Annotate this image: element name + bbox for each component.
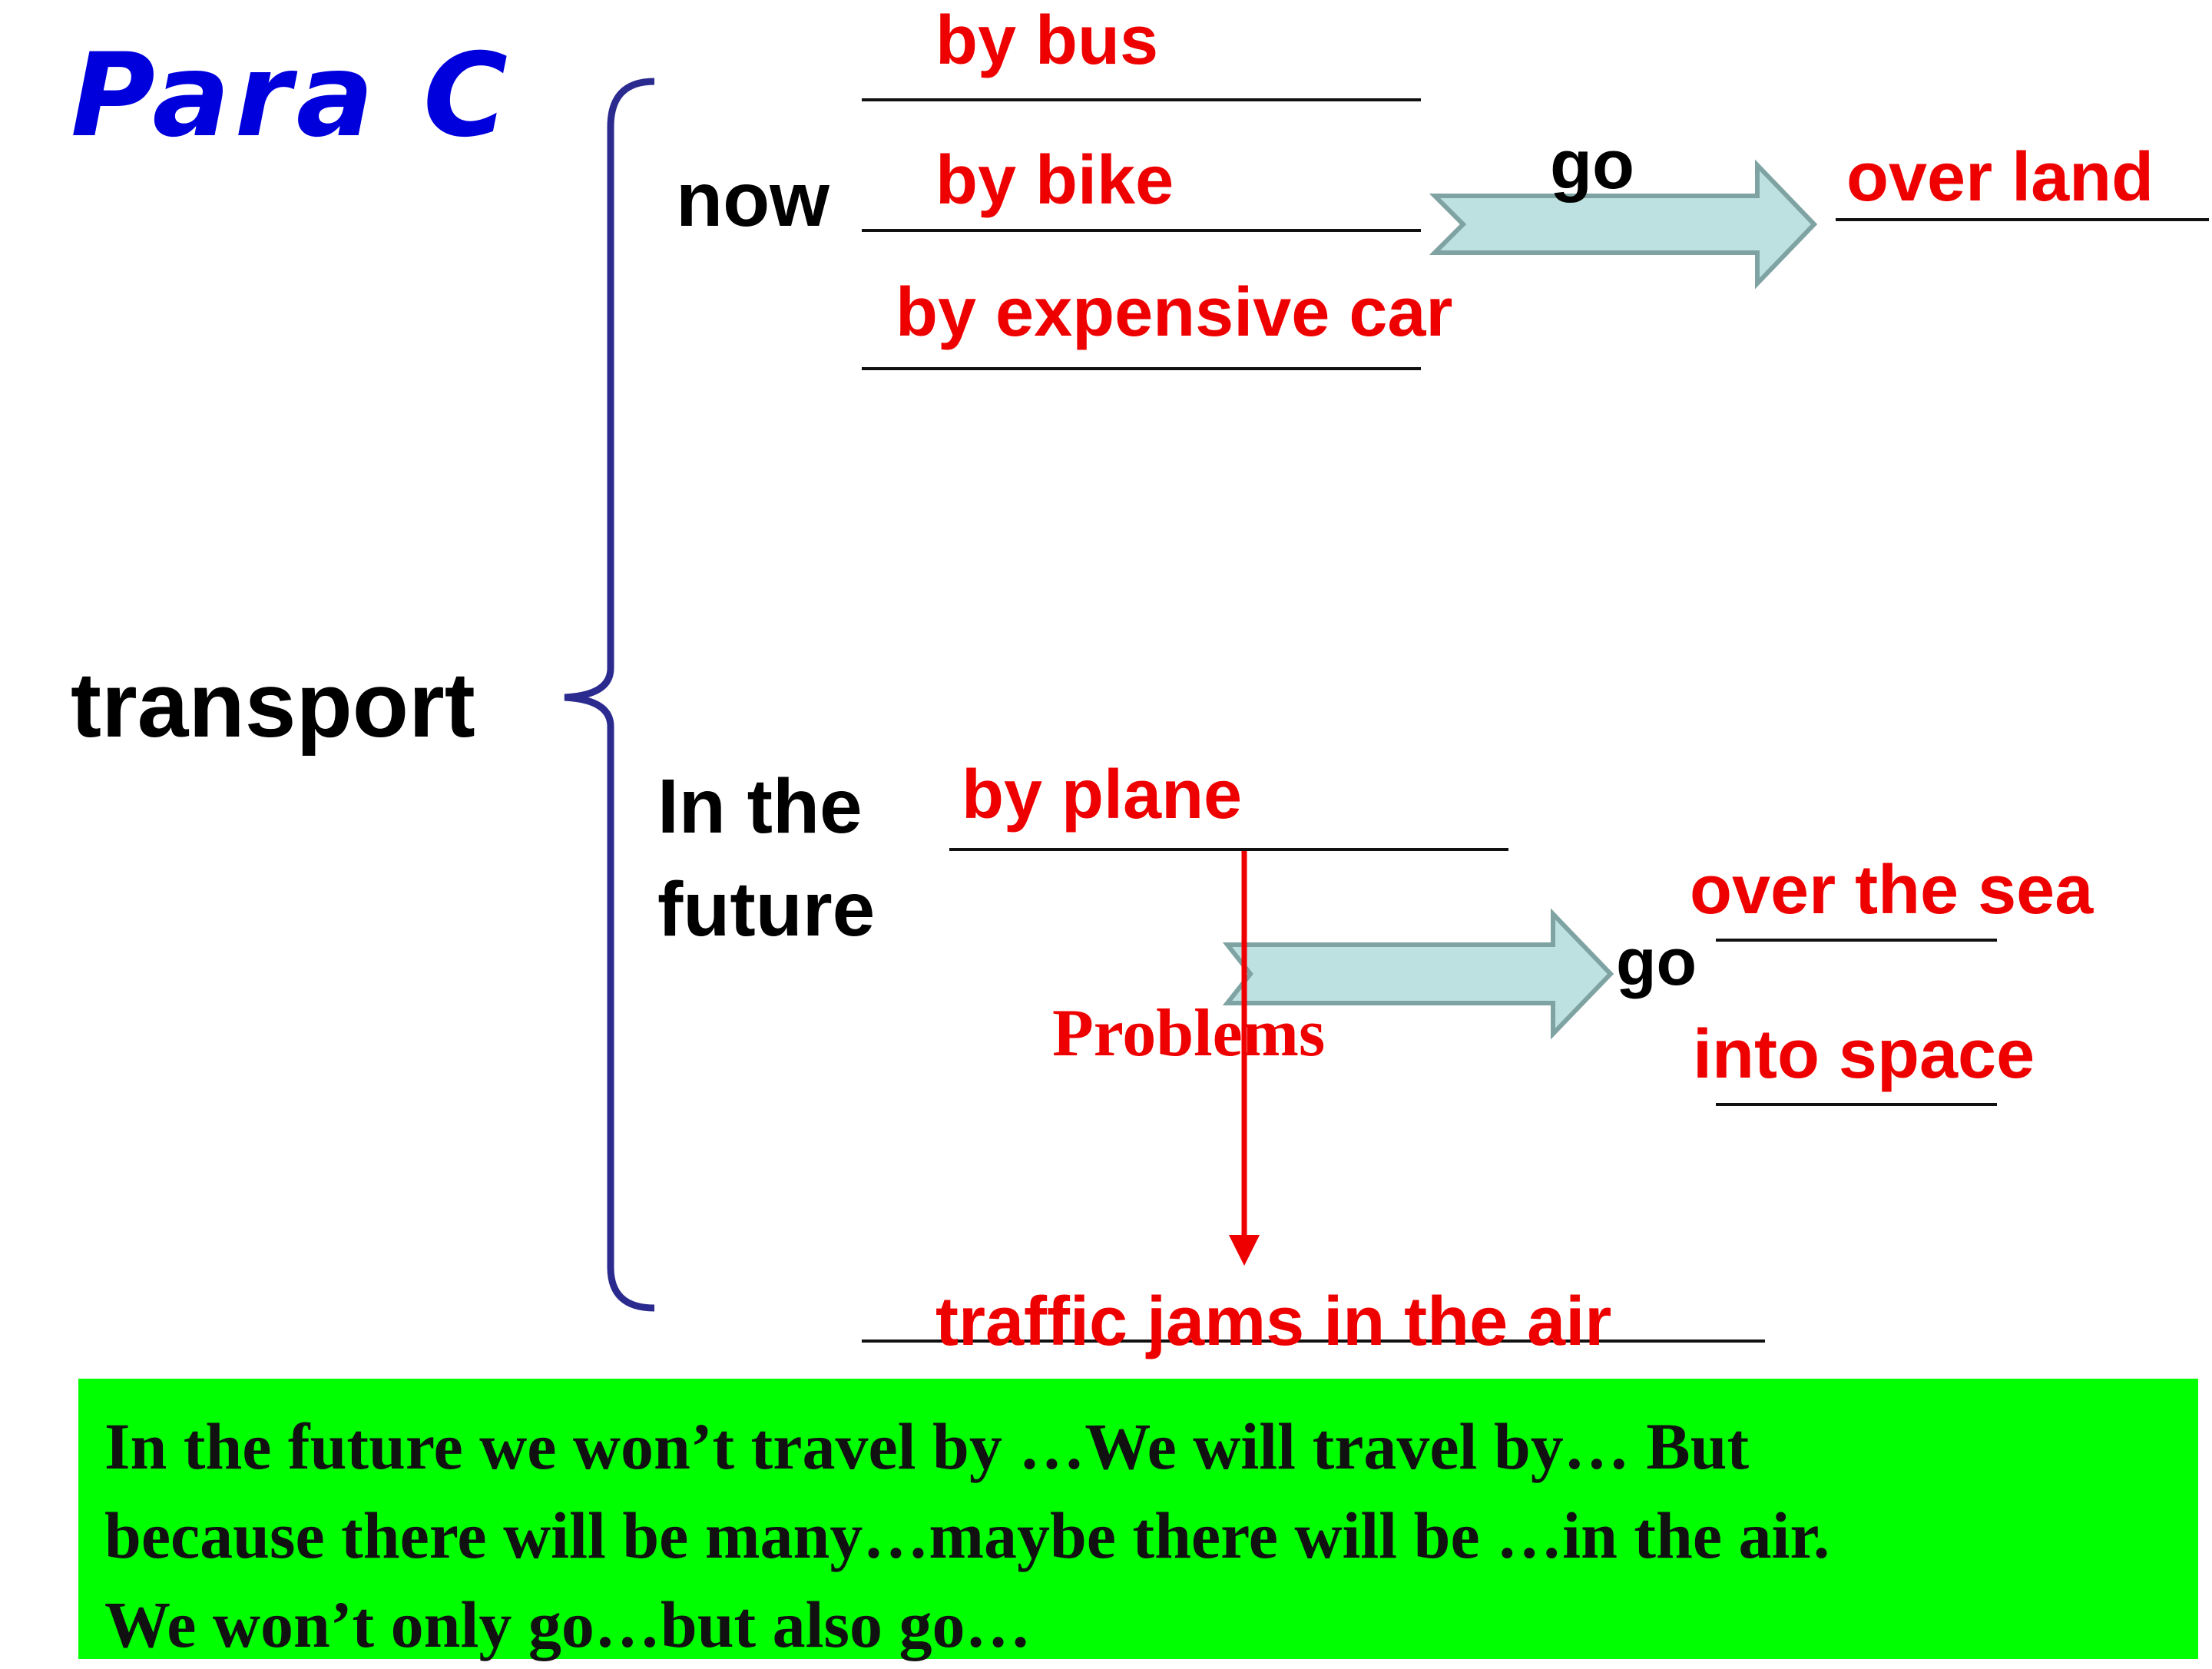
summary-line-3: We won’t only go…but also go…: [104, 1588, 1031, 1661]
blank-line-into-space: [1716, 1103, 1997, 1106]
future-label-line1: In the: [657, 763, 863, 849]
page-title: Para C: [71, 29, 513, 163]
blank-line-now-1: [862, 98, 1421, 101]
now-go-label: go: [1550, 127, 1634, 204]
future-label-line2: future: [657, 866, 876, 952]
now-destination-over-land: over land: [1846, 139, 2154, 216]
blank-line-problem: [862, 1340, 1765, 1343]
problems-arrowhead-icon: [1229, 1235, 1260, 1266]
future-destination-over-the-sea: over the sea: [1690, 852, 2094, 929]
future-go-label: go: [1616, 926, 1697, 999]
now-item-by-expensive-car: by expensive car: [896, 274, 1453, 351]
problems-label: Problems: [1052, 996, 1326, 1071]
blank-line-now-3: [862, 367, 1421, 370]
blank-line-over-land: [1836, 218, 2209, 221]
future-destination-into-space: into space: [1693, 1016, 2035, 1093]
blank-line-over-the-sea: [1716, 939, 1997, 942]
now-item-by-bus: by bus: [935, 2, 1159, 79]
problem-traffic-jams: traffic jams in the air: [935, 1283, 1612, 1360]
blank-line-future-1: [949, 848, 1508, 851]
summary-line-1: In the future we won’t travel by …We wil…: [104, 1409, 1750, 1483]
now-item-by-bike: by bike: [935, 142, 1174, 219]
now-label: now: [676, 157, 830, 243]
summary-line-2: because there will be many…maybe there w…: [104, 1498, 1830, 1572]
root-label-transport: transport: [71, 654, 475, 757]
summary-box: In the future we won’t travel by …We wil…: [78, 1379, 2198, 1661]
curly-bracket: [564, 78, 655, 1312]
arrow-now-go-icon: [1429, 159, 1818, 290]
future-item-by-plane: by plane: [962, 757, 1243, 833]
blank-line-now-2: [862, 229, 1421, 232]
